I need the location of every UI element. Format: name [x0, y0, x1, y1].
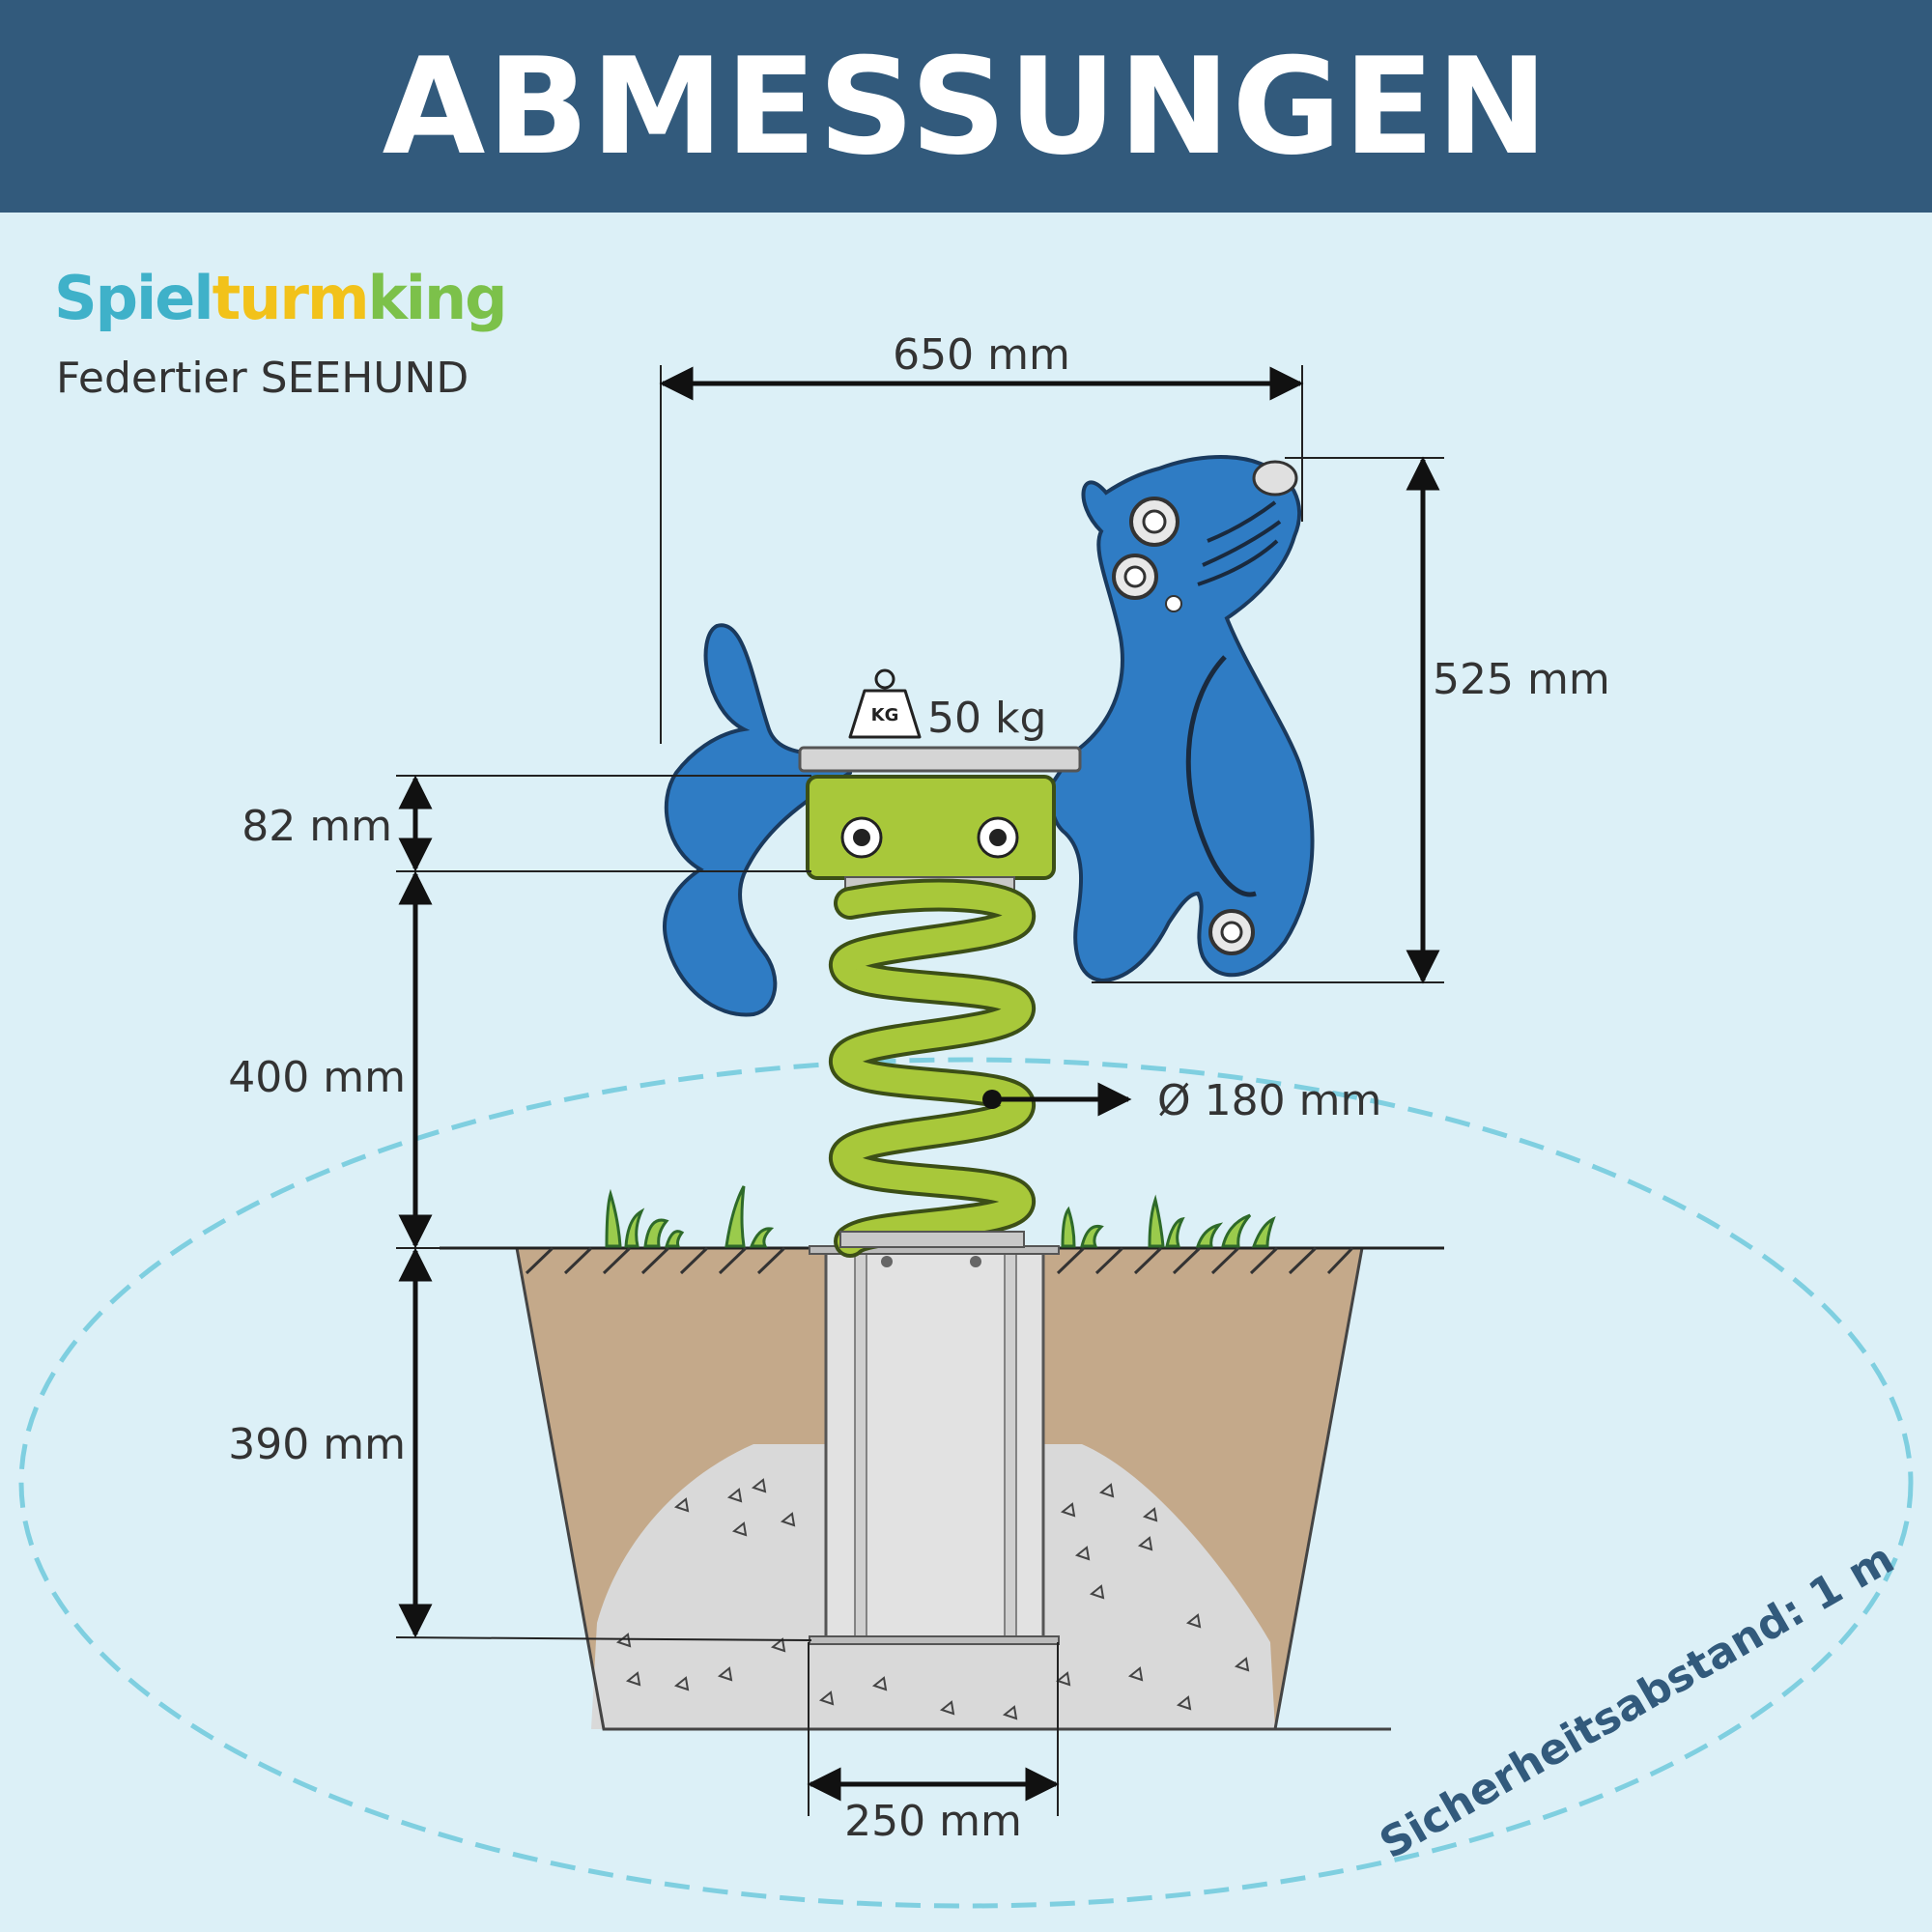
post-inner-left: [854, 1251, 867, 1639]
spring-diameter-label: Ø 180 mm: [1157, 1076, 1381, 1125]
weight-icon-label: KG: [871, 705, 899, 725]
seat-block-label: 82 mm: [242, 802, 392, 851]
spring-bottom-plate: [839, 1231, 1025, 1248]
brand-logo: Spielturmking: [54, 263, 508, 333]
grass-left: [605, 1185, 775, 1248]
post-base-plate: [809, 1635, 1060, 1645]
safety-zone-ellipse: [18, 1057, 1914, 1909]
spring-height-label: 400 mm: [228, 1053, 406, 1102]
seat-plate: [798, 746, 1082, 773]
seal-eye-inner: [1142, 509, 1167, 534]
seat-block-handle-right-inner: [989, 829, 1007, 846]
foundation-depth-label: 390 mm: [228, 1420, 406, 1469]
seal-bolt-tail-inner: [1220, 921, 1243, 944]
seal-nose: [1252, 460, 1298, 497]
seat-block-handle-left-inner: [853, 829, 870, 846]
max-load-label: 50 kg: [927, 694, 1046, 743]
page-title: ABMESSUNGEN: [382, 28, 1550, 185]
safety-distance-label: Sicherheitsabstand: 1 m: [1372, 1534, 1902, 1869]
spring-coils: [829, 878, 1036, 1258]
bolt-left: [881, 1256, 893, 1267]
brand-part-1: Spiel: [54, 263, 214, 333]
foundation-width-label: 250 mm: [844, 1797, 1022, 1846]
seal-body: [663, 623, 852, 1017]
product-name: Federtier SEEHUND: [56, 354, 469, 403]
seal-whiskers: [1197, 500, 1282, 586]
brand-part-3: king: [367, 263, 508, 333]
post-inner-right: [1004, 1251, 1017, 1639]
seal-head-and-tail: [1049, 455, 1315, 983]
brand-part-2: turm: [212, 263, 370, 333]
grass-right: [1061, 1194, 1276, 1248]
bolt-right: [970, 1256, 981, 1267]
foundation-ext-bottom: [395, 1636, 812, 1641]
ground-hatching: [525, 1246, 1354, 1275]
weight-kg-icon: KG: [848, 668, 922, 739]
header-banner: ABMESSUNGEN: [0, 0, 1932, 213]
height-label: 525 mm: [1433, 655, 1610, 704]
seal-bolt-cheek-inner: [1123, 565, 1147, 588]
seal-mouth-dot: [1165, 595, 1182, 612]
width-label: 650 mm: [893, 330, 1070, 380]
seal-flipper-line: [1185, 655, 1257, 897]
